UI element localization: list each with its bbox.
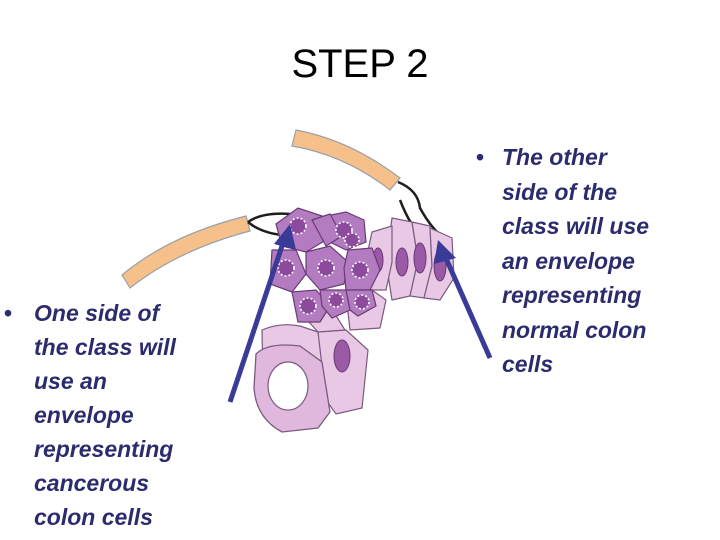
right-bullet-line: class will use <box>502 213 650 239</box>
right-bullet-line: cells <box>502 351 554 377</box>
slide-title: STEP 2 <box>291 42 429 86</box>
left-bullet-line: One side of <box>34 300 160 326</box>
left-bullet-line: colon cells <box>34 504 153 530</box>
right-tissue-band <box>291 129 401 191</box>
left-bullet-line: use an <box>34 368 107 394</box>
right-bullet-line: normal colon <box>502 316 647 343</box>
left-arrow <box>227 224 296 403</box>
left-tissue-band <box>121 215 251 289</box>
left-bullet-line: cancerous <box>34 470 150 496</box>
left-bullet-line: envelope <box>34 402 134 428</box>
right-bullet-line: an envelope <box>502 247 635 274</box>
vacuole <box>267 361 309 411</box>
right-arrow <box>434 240 493 360</box>
right-bullet-line: side of the <box>502 178 618 205</box>
right-bullet-line: The other <box>502 144 607 170</box>
right-bullet-line: representing <box>502 282 642 308</box>
bullet-marker: • <box>476 144 485 170</box>
bullet-marker: • <box>4 300 13 326</box>
right-bullet-point: • The other side of the class will use a… <box>476 140 649 382</box>
left-bullet-point: • One side of the class will use an enve… <box>4 296 176 534</box>
left-bullet-line: the class will <box>34 334 176 360</box>
cancer-nuclei <box>277 217 370 315</box>
left-bullet-line: representing <box>34 436 174 462</box>
